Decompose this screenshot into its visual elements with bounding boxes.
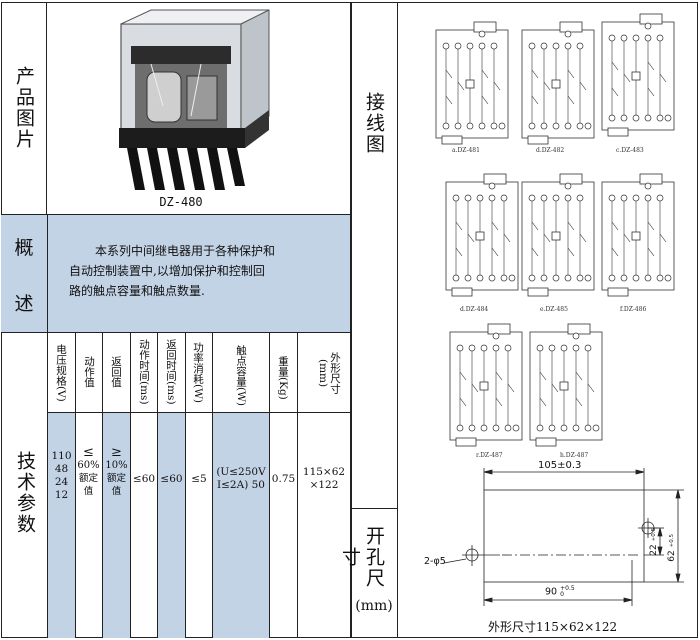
return-time-cell <box>158 413 185 638</box>
cutout-unit: (mm) <box>355 598 393 614</box>
tech-row <box>1 332 350 638</box>
diagram-label-f: f.DZ-486 <box>620 306 647 313</box>
diagram-a <box>435 21 509 145</box>
diagram-d1 <box>521 21 595 145</box>
photo-label: 产品图片 <box>13 66 35 150</box>
action-value: ≤ 60% 额定值 <box>77 445 100 497</box>
diagram-label-d2: d.DZ-484 <box>460 306 489 313</box>
contact-value: (U≤250V I≤2A) 50 <box>216 466 266 491</box>
diagram-label-a: a.DZ-481 <box>452 147 480 154</box>
dim-height: 62 +0.5 <box>667 534 677 562</box>
overview-text: 本系列中间继电器用于各种保护和 自动控制装置中,以增加保护和控制回 路的触点容量… <box>69 241 339 301</box>
header-power: 功率消耗(W) <box>192 341 204 403</box>
header-voltage: 电压规格(V) <box>55 344 67 402</box>
cutout-label: 开孔尺寸 <box>339 525 385 589</box>
weight-value: 0.75 <box>271 473 296 485</box>
return-cell <box>103 413 130 638</box>
relay-photo <box>119 9 270 190</box>
product-name: DZ-480 <box>159 195 203 209</box>
cutout-drawing <box>443 468 684 606</box>
dim-hole: 2-φ5 <box>424 556 446 567</box>
left-table: 产品图片 DZ-480 概 述 本系列中间继电器用于各种保护和 自动控制 <box>1 2 351 638</box>
header-weight: 重量(Kg) <box>277 356 289 400</box>
action-time-value: ≤60 <box>132 473 156 485</box>
diagram-r <box>449 323 523 447</box>
header-contact-capacity: 触点容量(W) <box>235 344 247 406</box>
diagram-c <box>601 13 675 137</box>
header-return-value: 返回值 <box>110 356 122 388</box>
dim-small: 22 +0.5 <box>649 528 659 556</box>
return-time-value: ≤60 <box>160 473 183 485</box>
voltage-cell <box>48 413 75 638</box>
overview-label-1: 概 <box>14 237 34 259</box>
diagram-label-h: h.DZ-487 <box>560 452 589 459</box>
diagram-d2 <box>445 173 519 297</box>
overview-row <box>1 214 350 332</box>
header-action-value: 动作值 <box>83 356 95 388</box>
header-return-time: 返回时间(ms) <box>165 339 177 405</box>
wiring-diagrams <box>435 13 675 447</box>
diagram-label-e: e.DZ-485 <box>540 306 568 313</box>
diagram-h <box>529 323 603 447</box>
overview-line-1: 本系列中间继电器用于各种保护和 <box>95 244 276 258</box>
photo-label-cell <box>1 2 47 214</box>
dimensions-footer: 外形尺寸115×62×122 <box>488 620 618 634</box>
contact-cell <box>213 413 269 638</box>
header-dimensions: 外形尺寸(mm) <box>317 352 341 394</box>
power-value: ≤5 <box>191 473 207 485</box>
diagram-label-r: r.DZ-487 <box>476 452 503 459</box>
header-action-time: 动作时间(ms) <box>138 339 150 405</box>
diagram-f <box>601 173 675 297</box>
tech-label: 技术参数 <box>14 451 36 535</box>
dim-width: 105±0.3 <box>538 460 582 471</box>
overview-label-2: 述 <box>14 293 34 315</box>
diagram-e <box>521 173 595 297</box>
overview-line-3: 路的触点容量和触点数量. <box>69 284 205 298</box>
diagram-label-c: c.DZ-483 <box>616 147 644 154</box>
diagram-label-d1: d.DZ-482 <box>536 147 565 154</box>
return-value: ≥ 10% 额定值 <box>105 445 128 497</box>
wiring-label: 接线图 <box>363 91 385 155</box>
voltage-values: 110 48 24 12 <box>51 450 72 501</box>
dim-pitch: 90 +0.5 0 <box>545 585 575 598</box>
overview-line-2: 自动控制装置中,以增加保护和控制回 <box>69 264 265 278</box>
dimension-value: 115×62 ×122 <box>302 466 346 491</box>
